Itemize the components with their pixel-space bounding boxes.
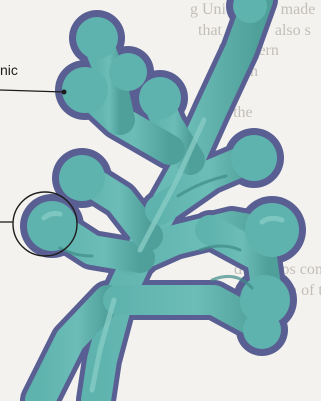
structure-label: nic bbox=[0, 62, 18, 78]
label-leader-line bbox=[0, 90, 64, 92]
label-leader-dot bbox=[62, 90, 67, 95]
